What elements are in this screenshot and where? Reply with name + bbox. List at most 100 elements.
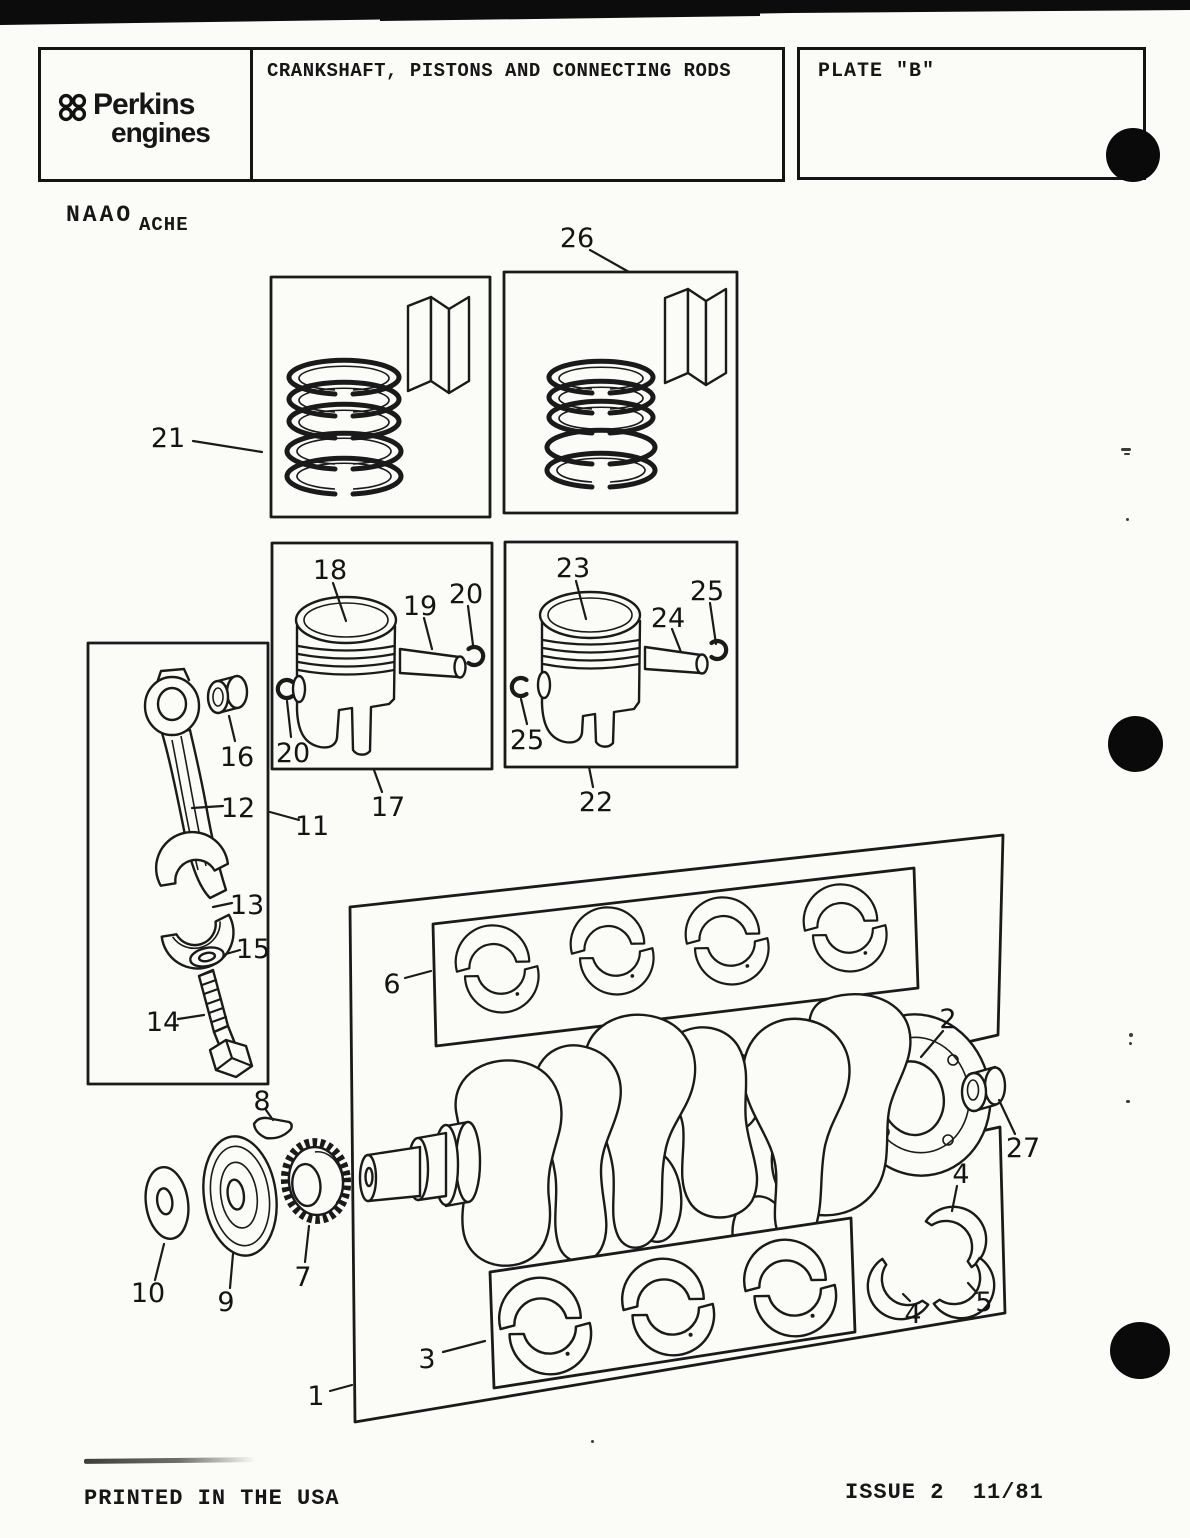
callout-label-14-17: 14 [146,1007,180,1038]
callout-label-6-19: 6 [383,969,400,1000]
crankshaft-pulley [202,1135,278,1257]
callout-label-11-14: 11 [295,811,329,842]
callout-label-21-1: 21 [151,423,185,454]
woodruff-key [252,1116,293,1140]
callout-leader-10-29 [153,1242,166,1282]
piston-ring-set [544,358,658,490]
callout-leader-11-14 [268,810,301,822]
callout-label-7-27: 7 [294,1262,311,1293]
callout-label-18-2: 18 [313,555,347,586]
callout-leader-4-22 [950,1184,959,1213]
piston-assembly-box-left [270,541,494,771]
callout-label-3-25: 3 [418,1344,435,1375]
crankshaft [358,993,992,1281]
callout-label-27-21: 27 [1006,1133,1040,1164]
callout-leader-22-11 [587,765,595,789]
piston-assembly-box-right [503,540,739,769]
callout-label-1-26: 1 [307,1381,324,1412]
callout-leader-14-17 [176,1013,206,1021]
callout-leader-2-20 [919,1029,945,1059]
stamp-code-right: ACHE [139,214,189,236]
scan-speck [1129,1033,1133,1037]
page-title: CRANKSHAFT, PISTONS AND CONNECTING RODS [267,60,732,82]
callout-label-2-20: 2 [939,1004,956,1035]
callout-leader-23-7 [574,579,588,621]
header-box [38,47,785,182]
callout-label-26-0: 26 [560,223,594,254]
callout-leader-4-23 [901,1292,912,1303]
plate-label: PLATE "B" [818,60,936,83]
callout-label-23-7: 23 [556,553,590,584]
instruction-card [406,295,471,395]
cap-bolt [197,968,254,1079]
callout-leader-15-16 [224,948,242,956]
callout-label-13-15: 13 [230,890,264,921]
callout-leader-24-8 [670,627,683,654]
header-divider [250,47,253,182]
footer-issue: ISSUE 2 11/81 [845,1480,1044,1505]
connecting-rod [143,667,230,900]
callout-leader-17-6 [372,768,384,794]
callout-label-5-24: 5 [975,1287,992,1318]
stamp-code-left: NAAO [66,202,134,228]
callout-leader-9-28 [228,1252,235,1290]
spigot-bushing [960,1065,1007,1113]
callout-leader-27-21 [997,1098,1017,1136]
scan-speck [1126,518,1129,521]
callout-leader-25-10 [519,697,529,726]
callout-label-20-5: 20 [276,738,310,769]
callout-label-16-12: 16 [220,742,254,773]
callout-label-19-3: 19 [403,591,437,622]
scan-top-bar [0,0,1190,25]
crankshaft-gear [280,1138,352,1224]
callout-label-22-11: 22 [579,787,613,818]
callout-leader-20-4 [466,604,475,647]
callout-label-4-22: 4 [952,1159,969,1190]
callout-label-17-6: 17 [371,792,405,823]
callout-leader-5-24 [966,1281,979,1295]
callout-leader-21-1 [191,439,264,454]
footer-printed: PRINTED IN THE USA [84,1486,340,1511]
callout-label-12-13: 12 [221,793,255,824]
callout-leader-19-3 [422,616,434,651]
scan-speck [1126,1100,1130,1103]
connecting-rod-box [86,641,270,1086]
callout-leader-13-15 [211,901,234,909]
plate-box [797,47,1146,180]
main-bearings-lower-box [488,1216,857,1390]
main-bearings-upper-box [431,866,920,1048]
brand-name-2: engines [111,117,211,148]
callout-leader-8-18 [264,1108,275,1122]
callout-leader-12-13 [190,804,225,810]
callout-leader-6-19 [403,969,433,980]
callout-leader-25-9 [708,601,718,646]
scan-speck [1129,1042,1132,1045]
lock-washer [189,946,225,968]
ring-set-box-left [269,275,492,519]
callout-leader-16-12 [227,714,237,743]
callout-label-15-16: 15 [236,934,270,965]
callout-leader-26-0 [588,248,631,274]
perkins-rings-icon [58,93,87,122]
small-end-bushing [206,674,249,715]
punch-hole [1106,128,1160,182]
scan-speck [591,1440,594,1443]
scan-speck [1121,448,1131,451]
callout-leader-18-2 [331,581,348,623]
punch-hole [1108,716,1163,772]
instruction-card [663,287,728,387]
piston-ring-set [284,357,404,497]
callout-leader-7-27 [303,1224,311,1264]
scan-speck [1124,453,1130,455]
callout-label-8-18: 8 [253,1086,270,1117]
callout-label-4-23: 4 [904,1299,921,1330]
callout-label-24-8: 24 [651,603,685,634]
plain-washer [144,1166,190,1240]
callout-label-9-28: 9 [217,1287,234,1318]
callout-label-10-29: 10 [131,1278,165,1309]
brand-name: Perkins [93,88,195,121]
callout-leader-20-5 [285,699,293,739]
